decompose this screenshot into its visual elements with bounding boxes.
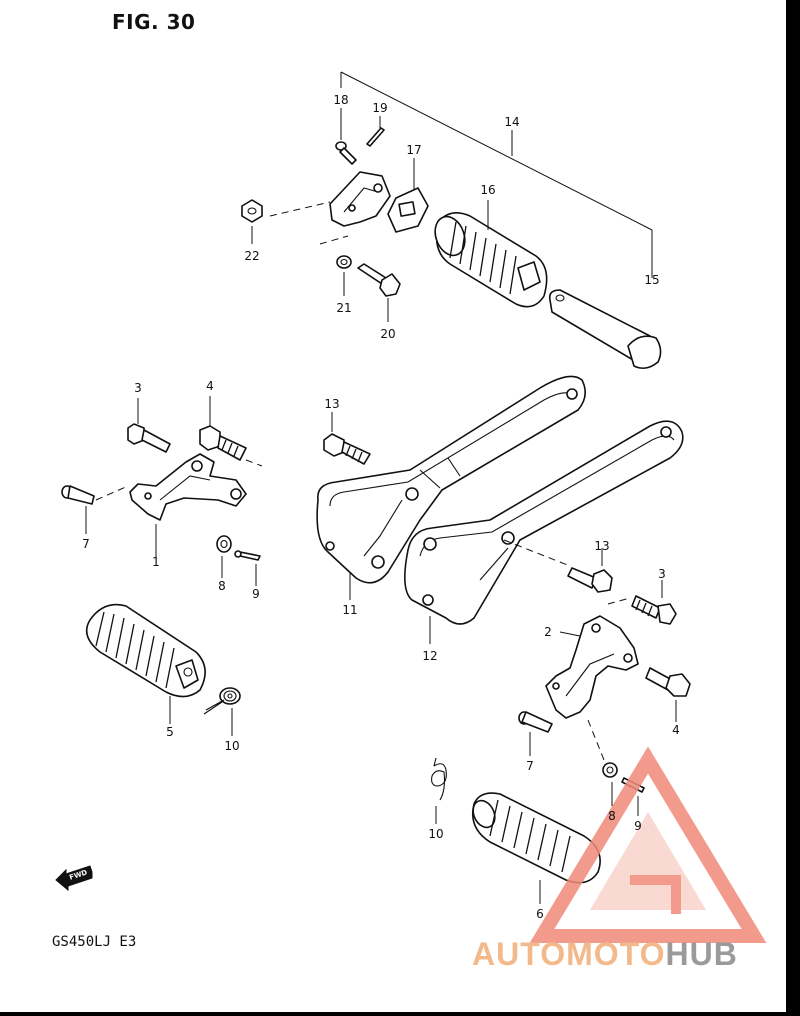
part-1-footrest-bracket xyxy=(129,453,247,560)
part-16-footrest-rubber xyxy=(434,200,548,308)
callout-21: 21 xyxy=(336,301,351,315)
part-2-footrest-bracket xyxy=(545,615,639,719)
callout-19: 19 xyxy=(372,101,387,115)
callout-14: 14 xyxy=(504,115,519,129)
watermark-part2: HUB xyxy=(665,936,738,972)
callout-20: 20 xyxy=(380,327,395,341)
watermark-part1: AUTOMOTO xyxy=(472,936,666,972)
fwd-arrow-icon: FWD xyxy=(55,865,93,892)
part-22-nut xyxy=(241,199,263,244)
part-10-spring-left xyxy=(203,687,241,736)
bottom-border xyxy=(0,1012,800,1016)
callout-12: 12 xyxy=(422,649,437,663)
part-8-washer-left xyxy=(216,535,232,578)
callout-5: 5 xyxy=(166,725,174,739)
exploded-parts-diagram: FWD 18 19 14 17 16 15 22 21 20 3 4 13 7 … xyxy=(55,71,767,943)
model-code: GS450LJ E3 xyxy=(52,934,137,950)
callout-8-right: 8 xyxy=(608,809,616,823)
callout-17: 17 xyxy=(406,143,421,157)
part-4-bolt-right xyxy=(645,667,691,722)
callout-7-right: 7 xyxy=(526,759,534,773)
callout-16: 16 xyxy=(480,183,495,197)
watermark-logo-icon xyxy=(529,746,767,943)
callout-15: 15 xyxy=(644,273,659,287)
part-6-footrest-rubber-right xyxy=(471,792,601,904)
callout-3-right: 3 xyxy=(658,567,666,581)
part-7-pin-right xyxy=(518,711,605,761)
callout-13-lower: 13 xyxy=(594,539,609,553)
assembly-14-bracket-lines xyxy=(340,71,653,278)
callout-7-left: 7 xyxy=(82,537,90,551)
part-5-footrest-rubber-left xyxy=(85,603,206,724)
callout-13-upper: 13 xyxy=(324,397,339,411)
callout-9-left: 9 xyxy=(252,587,260,601)
callout-8-left: 8 xyxy=(218,579,226,593)
part-15-footrest-shaft xyxy=(548,289,662,370)
part-13-bolt-lower xyxy=(503,539,613,593)
figure-title: FIG. 30 xyxy=(112,10,196,34)
part-12-frame-plate xyxy=(404,420,684,644)
part-11-frame-plate xyxy=(316,375,586,600)
callout-9-right: 9 xyxy=(634,819,642,833)
part-21-washer xyxy=(336,255,352,296)
right-border xyxy=(786,0,800,1016)
callout-10-right: 10 xyxy=(428,827,443,841)
small-bracket xyxy=(269,171,391,245)
part-18-clevis-pin xyxy=(335,108,357,165)
callout-4-left: 4 xyxy=(206,379,214,393)
part-17-plate xyxy=(387,158,429,233)
part-3-bolt-right xyxy=(607,580,677,625)
callout-3-left: 3 xyxy=(134,381,142,395)
part-8-washer-right xyxy=(602,762,618,806)
part-3-bolt-left xyxy=(127,398,171,453)
callout-4-right: 4 xyxy=(672,723,680,737)
part-7-pin-left xyxy=(61,485,129,534)
callout-22: 22 xyxy=(244,249,259,263)
part-13-bolt-upper xyxy=(323,412,371,465)
callout-6: 6 xyxy=(536,907,544,921)
callout-10-left: 10 xyxy=(224,739,239,753)
part-4-bolt-left xyxy=(199,396,263,467)
part-9-cotter-left xyxy=(234,550,261,586)
watermark-text: AUTOMOTOHUB xyxy=(472,936,738,973)
callout-2: 2 xyxy=(544,625,552,639)
callout-18: 18 xyxy=(333,93,348,107)
part-19-cotter-pin xyxy=(366,116,385,147)
callout-1: 1 xyxy=(152,555,160,569)
part-20-bolt xyxy=(357,263,401,322)
callout-11: 11 xyxy=(342,603,357,617)
part-10-spring-right xyxy=(431,757,447,824)
